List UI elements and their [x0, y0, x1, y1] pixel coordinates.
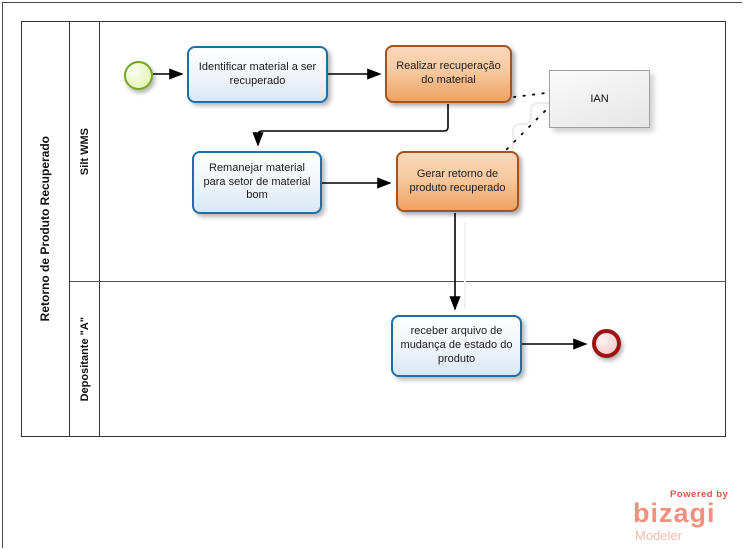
task-gerar-retorno-label: Gerar retorno de produto recuperado [409, 167, 506, 194]
page-border-left [2, 2, 3, 548]
lane-silt-wms: Silt WMS [70, 21, 100, 282]
task-receber-arquivo-label: receber arquivo de mudança de estado do … [400, 325, 513, 365]
pool-boundary [21, 21, 726, 437]
pool-title: Retorno de Produto Recuperado [38, 136, 52, 322]
end-event [592, 329, 621, 358]
task-receber-arquivo: receber arquivo de mudança de estado do … [391, 315, 522, 377]
task-realizar-recuperacao-label: Realizar recuperação do material [396, 60, 501, 86]
task-remanejar-material-label: Remanejar material para setor de materia… [203, 161, 311, 202]
lane-label-column [70, 21, 100, 437]
pool-header: Retorno de Produto Recuperado [21, 21, 70, 437]
artifact-ian-label: IAN [590, 93, 609, 105]
lane-depositante-a: Depositante "A" [70, 282, 100, 437]
lane-silt-wms-label: Silt WMS [79, 127, 91, 176]
bizagi-logo: bizagi [633, 498, 716, 528]
lane-separator-line [70, 281, 726, 282]
powered-by-text: Powered by [670, 489, 729, 500]
task-realizar-recuperacao: Realizar recuperação do material [385, 45, 512, 103]
bizagi-branding: Powered by bizagi Modeler [633, 489, 737, 543]
page-border-top [2, 2, 742, 3]
task-identificar-material-label: Identificar material a ser recuperado [198, 60, 317, 87]
start-event [124, 61, 153, 90]
task-identificar-material: Identificar material a ser recuperado [187, 46, 328, 103]
lane-depositante-a-label: Depositante "A" [79, 317, 91, 402]
task-remanejar-material: Remanejar material para setor de materia… [192, 151, 322, 214]
task-gerar-retorno: Gerar retorno de produto recuperado [396, 151, 519, 212]
bizagi-modeler-text: Modeler [635, 527, 682, 543]
artifact-ian-box: IAN [549, 70, 650, 128]
